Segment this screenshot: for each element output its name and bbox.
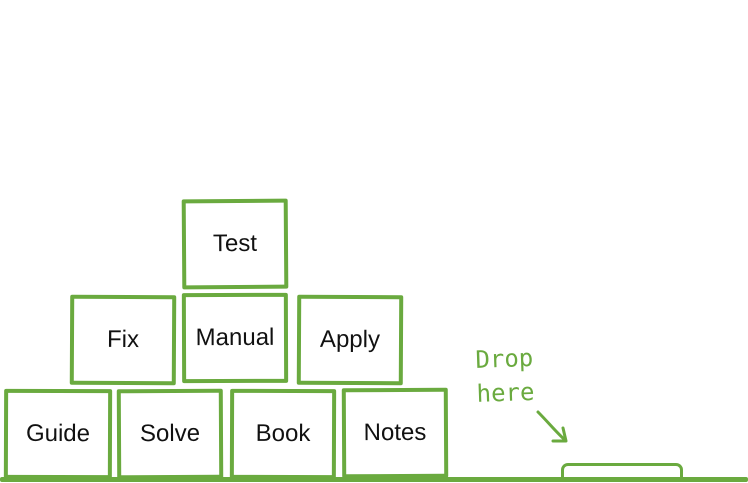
- block-apply[interactable]: Apply: [296, 294, 404, 386]
- arrow-down-right-icon: [536, 410, 568, 443]
- block-test[interactable]: Test: [181, 198, 289, 290]
- block-guide[interactable]: Guide: [3, 388, 113, 480]
- block-test-label: Test: [212, 229, 258, 258]
- drop-target-slot[interactable]: [561, 463, 683, 479]
- block-solve-label: Solve: [139, 419, 201, 448]
- block-book-label: Book: [255, 419, 311, 448]
- drop-hint-text: Drop here: [474, 343, 535, 408]
- block-solve[interactable]: Solve: [116, 388, 224, 480]
- block-notes[interactable]: Notes: [341, 387, 449, 479]
- block-fix[interactable]: Fix: [69, 294, 177, 386]
- block-fix-label: Fix: [106, 325, 140, 354]
- block-apply-label: Apply: [319, 325, 381, 354]
- block-manual-label: Manual: [195, 323, 275, 352]
- block-book[interactable]: Book: [229, 388, 337, 480]
- block-manual[interactable]: Manual: [181, 292, 289, 384]
- ground-line: [0, 477, 748, 482]
- block-notes-label: Notes: [363, 418, 427, 447]
- block-guide-label: Guide: [25, 419, 91, 448]
